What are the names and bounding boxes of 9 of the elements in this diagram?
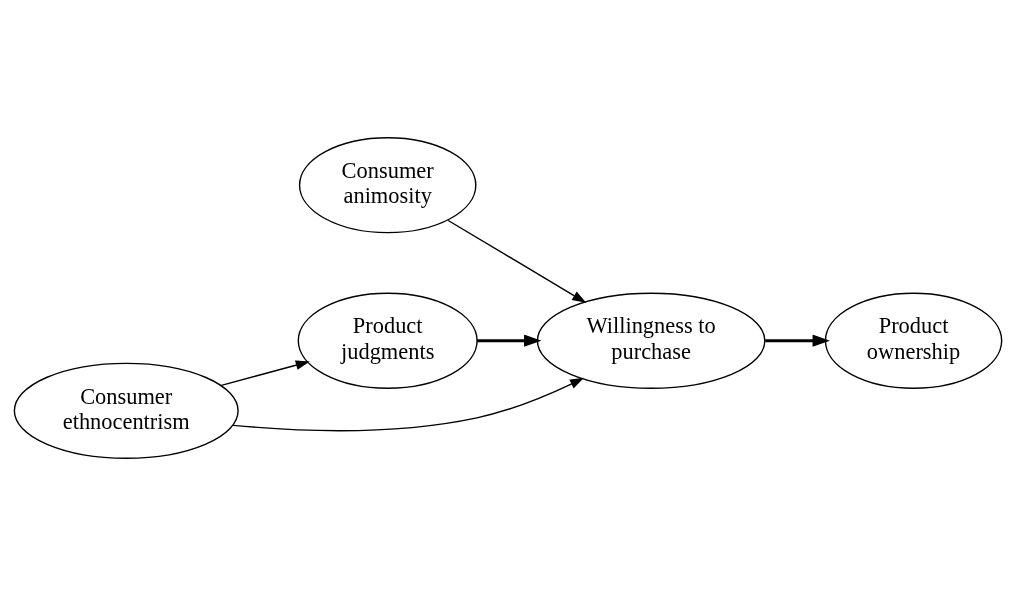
- node-ellipse: Consumer animosity: [298, 137, 477, 234]
- node-ellipse: Product judgments: [297, 292, 478, 389]
- node-ellipse: Consumer ethnocentrism: [13, 362, 239, 459]
- arrow: [476, 334, 542, 347]
- arrow: [765, 334, 830, 347]
- arrow: [447, 219, 587, 303]
- node-ellipse: Product ownership: [824, 292, 1003, 389]
- arrow: [220, 360, 310, 387]
- arrow: [232, 377, 585, 432]
